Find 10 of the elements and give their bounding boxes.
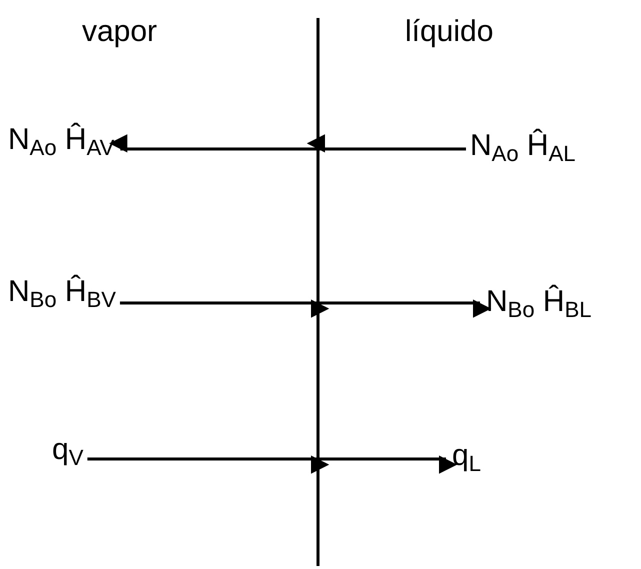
flux-term: q$_{V}$ <box>52 430 84 478</box>
flux-term: N$_{Ao}$ Ĥ$_{AV}$ <box>8 120 114 168</box>
flux-term: N$_{Ao}$ Ĥ$_{AL}$ <box>470 126 576 174</box>
flux-term: N$_{Bo}$ Ĥ$_{BL}$ <box>486 282 592 330</box>
flux-term: N$_{Bo}$ Ĥ$_{BV}$ <box>8 272 116 320</box>
flux-term: q$_{L}$ <box>452 436 481 484</box>
phase-label: vapor <box>82 14 158 50</box>
arrow <box>109 134 466 152</box>
phase-label: líquido <box>405 14 494 50</box>
arrow <box>87 456 457 474</box>
